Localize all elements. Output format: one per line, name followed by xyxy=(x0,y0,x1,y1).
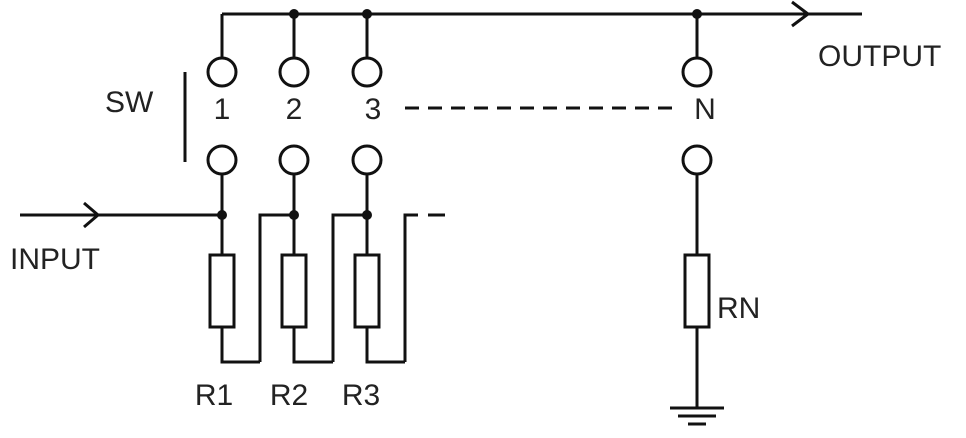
switch-position-label: 3 xyxy=(365,93,382,126)
resistor-label: R3 xyxy=(342,379,380,412)
switch-1-lower-terminal xyxy=(206,144,238,176)
resistor-rn xyxy=(683,253,711,329)
ladder-link-1 xyxy=(258,213,294,362)
tap-junction-3 xyxy=(362,210,372,220)
bus-junction-3 xyxy=(362,9,372,19)
resistor-r2 xyxy=(280,253,308,329)
switch-3-lower-terminal xyxy=(351,144,383,176)
bus-junction-2 xyxy=(289,9,299,19)
input-junction xyxy=(217,210,227,220)
switch-position-label: 1 xyxy=(214,93,231,126)
bus-junction-n xyxy=(692,9,702,19)
resistor-label: R1 xyxy=(195,379,233,412)
resistor-r3 xyxy=(353,253,381,329)
r3-bottom-wire xyxy=(365,327,405,364)
ladder-link-2 xyxy=(331,213,367,362)
switch-3-upper-terminal xyxy=(351,56,383,88)
switch-position-label: 2 xyxy=(286,93,303,126)
output-arrow xyxy=(791,0,811,28)
switch-label: SW xyxy=(105,86,154,119)
ladder-link-3 xyxy=(403,213,418,362)
switch-n-upper-terminal xyxy=(681,56,713,88)
resistor-rn-label: RN xyxy=(717,292,760,325)
tap-junction-2 xyxy=(289,210,299,220)
switch-1-upper-terminal xyxy=(206,56,238,88)
input-arrow xyxy=(83,201,101,229)
switch-2-lower-terminal xyxy=(278,144,310,176)
r2-bottom-wire xyxy=(292,327,333,364)
resistor-r1 xyxy=(208,253,236,329)
output-label: OUTPUT xyxy=(818,40,941,73)
input-label: INPUT xyxy=(10,243,100,276)
switch-position-label: N xyxy=(694,93,716,126)
r1-bottom-wire xyxy=(220,327,260,364)
switch-n-lower-terminal xyxy=(681,144,713,176)
resistor-label: R2 xyxy=(270,379,308,412)
switch-2-upper-terminal xyxy=(278,56,310,88)
